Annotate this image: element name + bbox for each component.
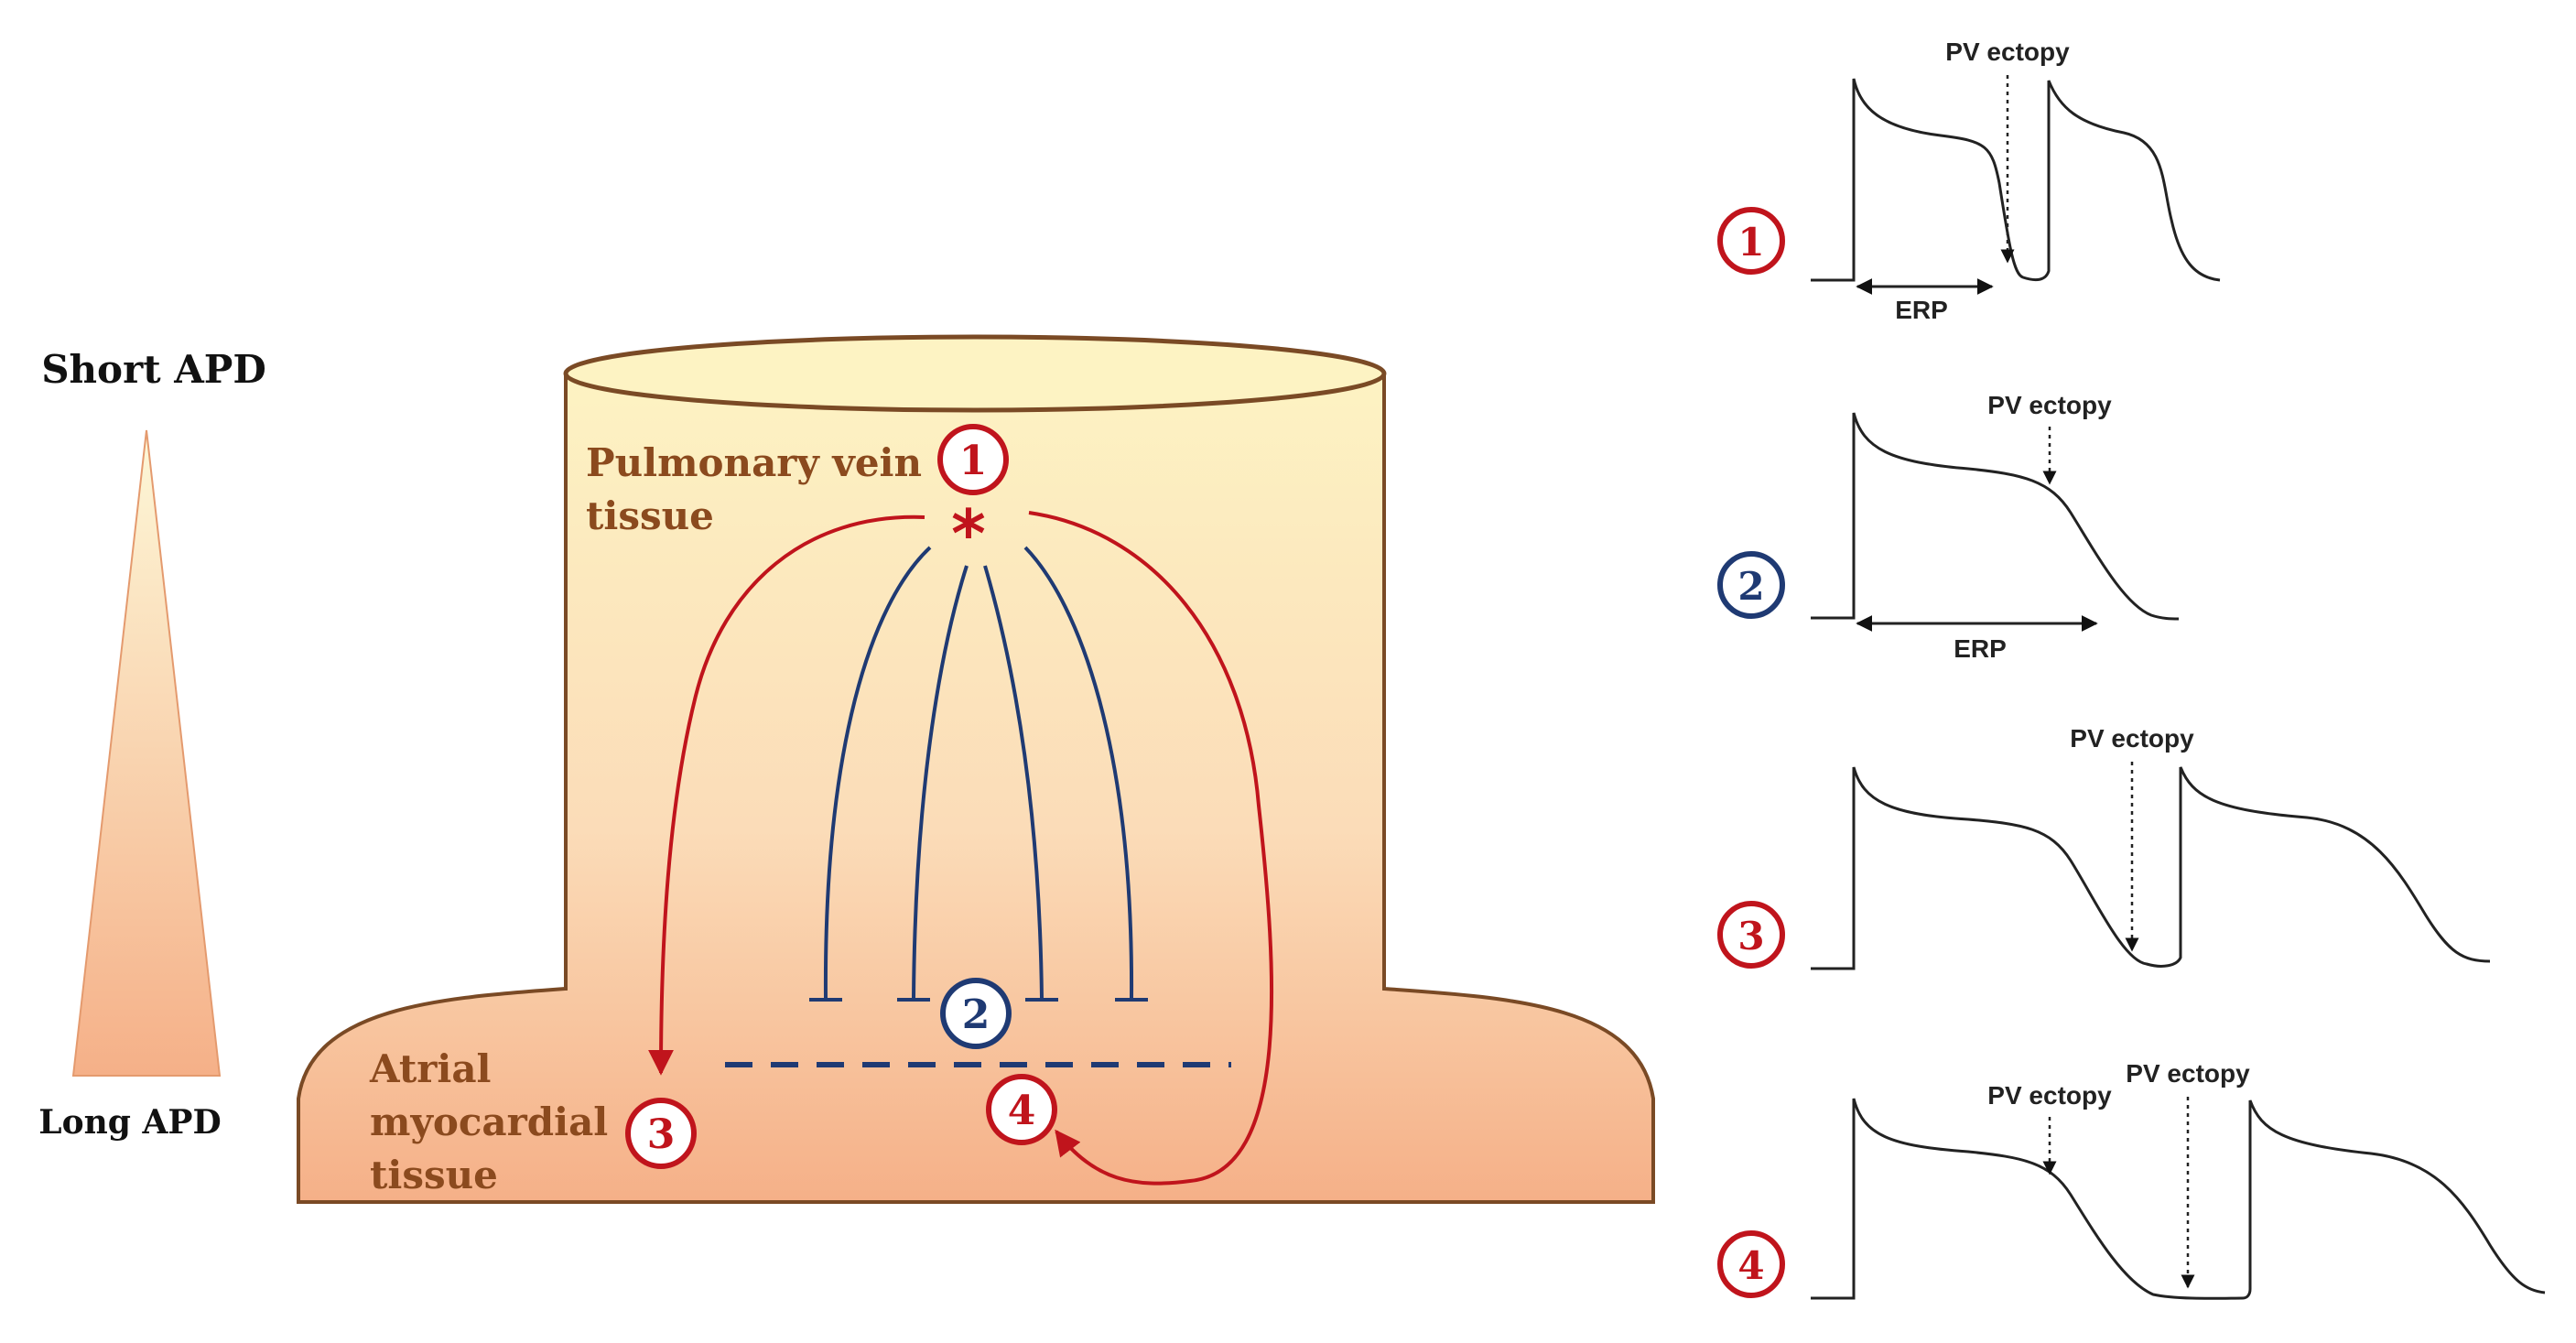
pulmonary-vein-opening	[563, 334, 1387, 413]
tissue-marker-1: 1	[937, 424, 1009, 495]
blocked-path-2	[912, 565, 969, 999]
ectopy-focus-marker: *	[951, 495, 986, 572]
pv-tissue-label-1: Pulmonary vein	[586, 440, 922, 485]
blocked-path-4	[1023, 546, 1134, 999]
trace-2-ectopy-label: PV ectopy	[1987, 391, 2112, 419]
long-apd-label: Long APD	[38, 1103, 221, 1142]
blocked-path-3	[983, 565, 1044, 999]
action-potential-traces: 1 PV ectopy ERP 2 PV ectopy ERP 3	[1717, 38, 2546, 1300]
svg-text:2: 2	[962, 991, 990, 1038]
trace-1-ectopy-label: PV ectopy	[1945, 38, 2070, 66]
trace-1: 1 PV ectopy ERP	[1717, 38, 2221, 324]
trace-2: 2 PV ectopy ERP	[1717, 391, 2180, 663]
trace-4-number: 4	[1717, 1230, 1785, 1298]
trace-3-waveform	[1811, 766, 2491, 970]
trace-2-erp-label: ERP	[1954, 634, 2007, 663]
trace-1-waveform	[1811, 78, 2221, 282]
atrial-label-3: tissue	[370, 1153, 498, 1197]
atrial-label-1: Atrial	[369, 1046, 492, 1091]
trace-1-number: 1	[1717, 207, 1785, 275]
trace-1-erp-label: ERP	[1895, 296, 1948, 324]
trace-3: 3 PV ectopy	[1717, 724, 2491, 970]
trace-4-ectopy-label-b: PV ectopy	[2126, 1059, 2250, 1088]
svg-text:1: 1	[959, 438, 988, 484]
tissue-marker-3: 3	[625, 1098, 697, 1169]
svg-text:3: 3	[1737, 914, 1764, 959]
pv-tissue-label-2: tissue	[586, 493, 714, 538]
trace-2-number: 2	[1717, 551, 1785, 619]
svg-text:2: 2	[1737, 564, 1764, 609]
trace-4-ectopy-label-a: PV ectopy	[1987, 1081, 2112, 1110]
conduction-path-left	[648, 514, 925, 1076]
short-apd-label: Short APD	[41, 347, 266, 392]
tissue-diagram: Pulmonary vein tissue Atrial myocardial …	[297, 334, 1655, 1204]
svg-text:4: 4	[1737, 1243, 1764, 1288]
tissue-marker-4: 4	[986, 1074, 1057, 1145]
svg-text:4: 4	[1008, 1088, 1036, 1134]
trace-2-waveform	[1811, 412, 2180, 621]
blocked-path-1	[823, 546, 932, 999]
trace-3-number: 3	[1717, 901, 1785, 969]
trace-3-ectopy-label: PV ectopy	[2070, 724, 2194, 753]
tissue-marker-2: 2	[940, 978, 1012, 1049]
svg-text:3: 3	[647, 1111, 676, 1158]
conduction-path-right	[1028, 511, 1274, 1186]
apd-scale: Short APD Long APD	[38, 347, 266, 1142]
tissue-outline	[297, 372, 1655, 1204]
atrial-label-2: myocardial	[370, 1099, 608, 1144]
apd-gradient-triangle	[71, 429, 222, 1077]
trace-4-waveform	[1811, 1098, 2546, 1300]
blocked-conduction-paths	[809, 546, 1148, 1002]
svg-text:1: 1	[1737, 220, 1764, 265]
trace-4: 4 PV ectopy PV ectopy	[1717, 1059, 2546, 1300]
